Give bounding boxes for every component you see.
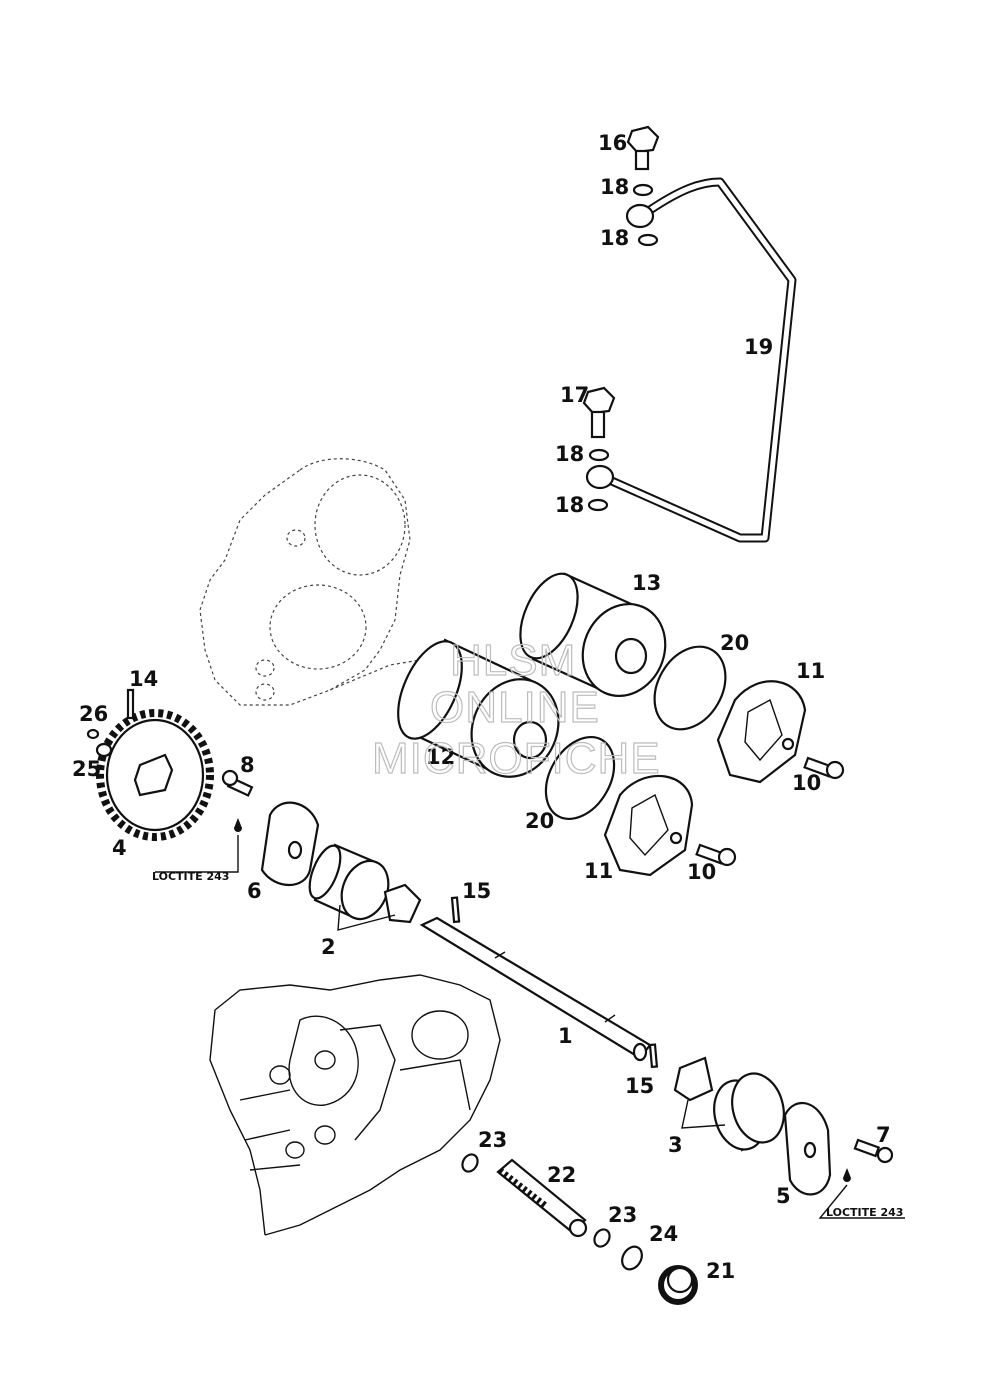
pin-14	[126, 688, 135, 720]
pin-15-upper	[450, 896, 461, 924]
oil-line-19	[585, 177, 797, 543]
watermark-line-2: ONLINE	[430, 683, 600, 732]
label-18-a: 18	[600, 175, 629, 199]
label-7: 7	[876, 1123, 891, 1147]
label-18-d: 18	[555, 493, 584, 517]
o-rings-23	[461, 1153, 611, 1248]
label-23-upper: 23	[478, 1128, 507, 1152]
label-18-b: 18	[600, 226, 629, 250]
loctite-label-right: LOCTITE 243	[826, 1206, 903, 1219]
oil-filter-covers-11	[603, 680, 807, 877]
label-5: 5	[776, 1184, 791, 1208]
label-26: 26	[79, 702, 108, 726]
oil-pump-cover-6	[260, 801, 320, 886]
label-23-lower: 23	[608, 1203, 637, 1227]
oil-pump-cover-5	[783, 1102, 832, 1196]
label-2: 2	[321, 935, 336, 959]
oil-pump-shaft-1	[419, 916, 652, 1062]
o-ring-24	[621, 1245, 643, 1271]
watermark: HLSM ONLINE MICROFICHE	[371, 635, 661, 783]
label-20-upper: 20	[720, 631, 749, 655]
engine-case-upper-outline	[199, 458, 421, 706]
oil-pump-rotors-2	[308, 843, 422, 931]
bypass-valve-22	[496, 1158, 588, 1238]
engine-case-lower-outline	[209, 974, 501, 1236]
label-15-lower: 15	[625, 1074, 654, 1098]
label-10-upper: 10	[792, 771, 821, 795]
loctite-label-left: LOCTITE 243	[152, 870, 229, 883]
label-24: 24	[649, 1222, 678, 1246]
label-14: 14	[129, 667, 158, 691]
watermark-line-3: MICROFICHE	[372, 734, 661, 783]
label-19: 19	[744, 335, 773, 359]
label-6: 6	[247, 879, 262, 903]
hollow-bolt-16	[626, 125, 660, 171]
label-1: 1	[558, 1024, 573, 1048]
label-3: 3	[668, 1133, 683, 1157]
watermark-line-1: HLSM	[450, 636, 576, 685]
label-21: 21	[706, 1259, 735, 1283]
screw-plug-21	[658, 1265, 698, 1305]
screw-7	[818, 1138, 905, 1219]
o-rings-20	[544, 645, 727, 821]
oil-filter-13	[519, 572, 667, 698]
screw-8	[155, 769, 254, 873]
oil-pump-rotors-3	[673, 1056, 785, 1152]
label-15-upper: 15	[462, 879, 491, 903]
label-10-lower: 10	[687, 860, 716, 884]
screws-10	[695, 756, 845, 867]
label-20-lower: 20	[525, 809, 554, 833]
washer-25	[95, 742, 113, 758]
oil-filter-12	[397, 638, 560, 778]
label-17: 17	[560, 383, 589, 407]
label-13: 13	[632, 571, 661, 595]
label-8: 8	[240, 753, 255, 777]
sealing-rings-18	[587, 183, 659, 512]
pin-15-lower	[648, 1043, 659, 1069]
label-16: 16	[598, 131, 627, 155]
label-18-c: 18	[555, 442, 584, 466]
label-12: 12	[426, 745, 455, 769]
oil-pump-sprocket-4	[96, 709, 214, 841]
part-number-labels: 1 2 3 4 5 6 7 8 10 10 11 11 12 13 14 15 …	[72, 131, 891, 1283]
label-11-upper: 11	[796, 659, 825, 683]
label-22: 22	[547, 1163, 576, 1187]
label-11-lower: 11	[584, 859, 613, 883]
circlip-26	[86, 728, 100, 740]
label-4: 4	[112, 836, 127, 860]
hollow-bolt-17	[582, 386, 616, 439]
label-25: 25	[72, 757, 101, 781]
